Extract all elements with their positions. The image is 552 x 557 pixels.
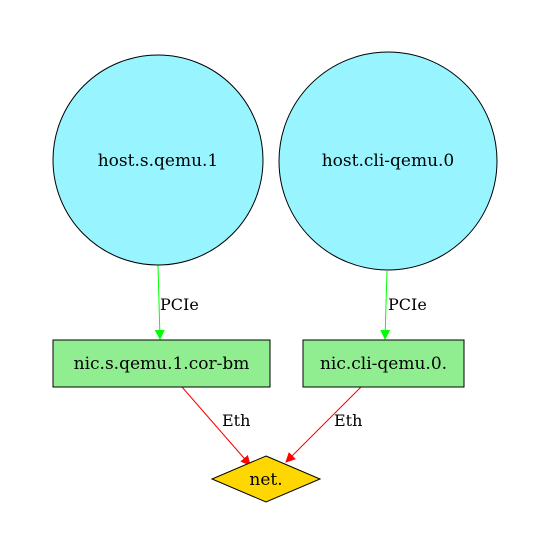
edge-line: [380, 270, 391, 340]
node-nic-s-qemu-1-cor-bm[interactable]: nic.s.qemu.1.cor-bm: [52, 339, 271, 388]
net-diamond: [210, 455, 322, 503]
edge-host-s-to-nic-s: PCIe: [154, 264, 199, 340]
host-circle: [278, 51, 498, 271]
nic-box: [52, 339, 271, 388]
node-label: nic.s.qemu.1.cor-bm: [74, 354, 250, 374]
edge-nic-cli-to-net: Eth: [285, 386, 362, 463]
edge-label-pcie: PCIe: [388, 295, 427, 314]
node-label: net.: [249, 470, 282, 490]
edge-line: [285, 386, 362, 463]
edge-label-pcie: PCIe: [160, 295, 199, 314]
edge-line: [181, 386, 251, 466]
edge-line: [154, 264, 165, 340]
host-circle: [52, 54, 264, 266]
node-label: host.s.qemu.1: [98, 151, 219, 171]
edge-label-eth: Eth: [334, 411, 362, 430]
node-host-s-qemu-1[interactable]: host.s.qemu.1: [52, 54, 264, 266]
node-label: host.cli-qemu.0: [322, 151, 455, 171]
node-label: nic.cli-qemu.0.: [320, 354, 447, 374]
edge-label-eth: Eth: [222, 411, 250, 430]
edge-nic-s-to-net: Eth: [181, 386, 251, 466]
node-net[interactable]: net.: [210, 455, 322, 503]
edge-host-cli-to-nic-cli: PCIe: [380, 270, 427, 340]
nic-box: [302, 339, 465, 388]
node-host-cli-qemu-0[interactable]: host.cli-qemu.0: [278, 51, 498, 271]
node-nic-cli-qemu-0[interactable]: nic.cli-qemu.0.: [302, 339, 465, 388]
